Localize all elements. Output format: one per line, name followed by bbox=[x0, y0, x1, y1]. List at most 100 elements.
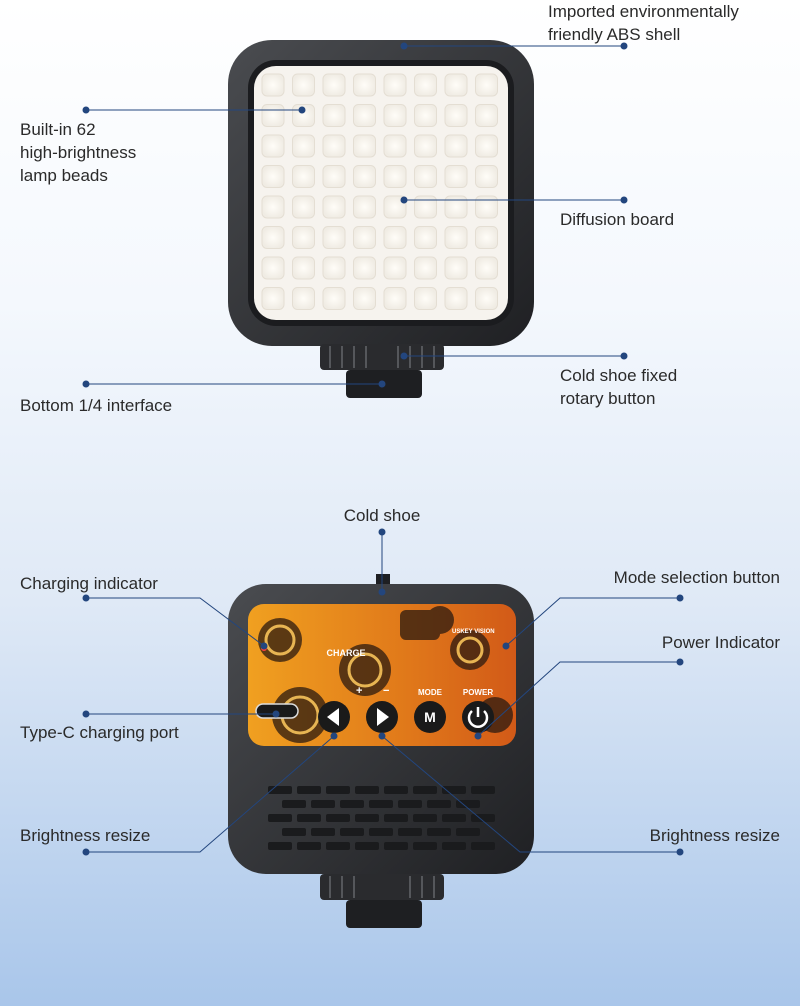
grille-slot bbox=[311, 828, 335, 836]
lamp-bead bbox=[444, 165, 468, 188]
lamp-bead bbox=[353, 256, 376, 280]
lamp-bead bbox=[353, 73, 376, 97]
label-cold-shoe-rotary-line1: Cold shoe fixed bbox=[560, 366, 678, 385]
lamp-bead bbox=[383, 165, 407, 188]
next-arrow-icon bbox=[366, 701, 398, 733]
lamp-bead bbox=[414, 226, 437, 249]
lamp-bead bbox=[261, 165, 285, 188]
grille-slot bbox=[268, 814, 292, 822]
speaker-grille bbox=[268, 786, 495, 850]
lamp-bead-grid bbox=[261, 73, 498, 310]
lamp-bead bbox=[475, 226, 498, 249]
lamp-bead bbox=[322, 195, 346, 219]
lamp-bead bbox=[444, 287, 468, 310]
panel-plus-text: + bbox=[356, 685, 362, 697]
lamp-bead bbox=[322, 165, 346, 188]
panel-mode-text: MODE bbox=[418, 688, 443, 697]
panel-minus-text: − bbox=[383, 685, 389, 697]
front-light-device bbox=[228, 40, 534, 398]
lamp-bead bbox=[261, 256, 285, 280]
grille-slot bbox=[340, 828, 364, 836]
label-abs-shell-line2: friendly ABS shell bbox=[548, 25, 681, 44]
lamp-bead bbox=[414, 134, 437, 158]
grille-slot bbox=[326, 842, 350, 850]
diffusion-board bbox=[254, 66, 508, 320]
lamp-bead bbox=[475, 73, 498, 97]
grille-slot bbox=[471, 786, 495, 794]
grille-slot bbox=[297, 814, 321, 822]
lamp-bead bbox=[261, 104, 285, 127]
grille-slot bbox=[355, 842, 379, 850]
lamp-bead bbox=[261, 73, 285, 97]
lamp-bead bbox=[261, 195, 285, 219]
lamp-bead bbox=[353, 287, 376, 310]
lamp-bead bbox=[292, 195, 315, 219]
lamp-bead bbox=[444, 195, 468, 219]
power-icon bbox=[462, 701, 494, 733]
lamp-bead bbox=[353, 195, 376, 219]
grille-slot bbox=[297, 842, 321, 850]
cold-shoe-rotary-button bbox=[320, 344, 444, 370]
label-diffusion-board: Diffusion board bbox=[560, 210, 675, 229]
lamp-bead bbox=[322, 134, 346, 158]
label-lamp-beads-line2: high-brightness bbox=[20, 143, 137, 162]
lamp-bead bbox=[383, 104, 407, 127]
grille-slot bbox=[413, 842, 437, 850]
lamp-bead bbox=[475, 104, 498, 127]
lamp-bead bbox=[353, 134, 376, 158]
callout-lines bbox=[86, 45, 680, 853]
grille-slot bbox=[456, 800, 480, 808]
lamp-bead bbox=[292, 134, 315, 158]
lamp-bead bbox=[353, 226, 376, 249]
label-brightness-left: Brightness resize bbox=[20, 826, 151, 845]
grille-slot bbox=[427, 828, 451, 836]
lamp-bead bbox=[261, 134, 285, 158]
grille-slot bbox=[355, 814, 379, 822]
grille-slot bbox=[355, 786, 379, 794]
lamp-bead bbox=[292, 287, 315, 310]
label-lamp-beads: Built-in 62 high-brightness lamp beads bbox=[20, 118, 136, 187]
grille-slot bbox=[369, 828, 393, 836]
lamp-bead bbox=[261, 226, 285, 249]
label-bottom-interface: Bottom 1/4 interface bbox=[20, 396, 173, 415]
lamp-bead bbox=[444, 104, 468, 127]
grille-slot bbox=[326, 786, 350, 794]
lamp-bead bbox=[475, 195, 498, 219]
lamp-bead bbox=[444, 226, 468, 249]
lamp-bead bbox=[414, 165, 437, 188]
grille-slot bbox=[442, 814, 466, 822]
label-charging-indicator: Charging indicator bbox=[20, 574, 158, 593]
panel-brand-text: USKEY VISION bbox=[452, 629, 495, 635]
label-abs-shell: Imported environmentally friendly ABS sh… bbox=[548, 0, 784, 46]
lamp-bead bbox=[383, 287, 407, 310]
lamp-bead bbox=[353, 104, 376, 127]
lamp-bead bbox=[383, 73, 407, 97]
lamp-bead bbox=[322, 73, 346, 97]
lamp-bead bbox=[322, 287, 346, 310]
lamp-bead bbox=[475, 134, 498, 158]
grille-slot bbox=[384, 842, 408, 850]
label-cold-shoe-rotary-line2: rotary button bbox=[560, 389, 656, 408]
lamp-bead bbox=[414, 73, 437, 97]
grille-slot bbox=[282, 800, 306, 808]
grille-slot bbox=[268, 842, 292, 850]
lamp-bead bbox=[444, 256, 468, 280]
lamp-bead bbox=[292, 73, 315, 97]
lamp-bead bbox=[414, 195, 437, 219]
label-lamp-beads-line1: Built-in 62 bbox=[20, 120, 96, 139]
grille-slot bbox=[282, 828, 306, 836]
grille-slot bbox=[326, 814, 350, 822]
label-typec-port: Type-C charging port bbox=[20, 723, 179, 742]
label-lamp-beads-line3: lamp beads bbox=[20, 166, 108, 185]
grille-slot bbox=[311, 800, 335, 808]
lamp-bead bbox=[444, 73, 468, 97]
callout-dots bbox=[82, 42, 684, 856]
lamp-bead bbox=[292, 226, 315, 249]
mode-m-icon bbox=[414, 701, 446, 733]
grille-slot bbox=[413, 786, 437, 794]
lamp-bead bbox=[444, 134, 468, 158]
label-cold-shoe: Cold shoe bbox=[343, 506, 421, 525]
lamp-bead bbox=[322, 256, 346, 280]
